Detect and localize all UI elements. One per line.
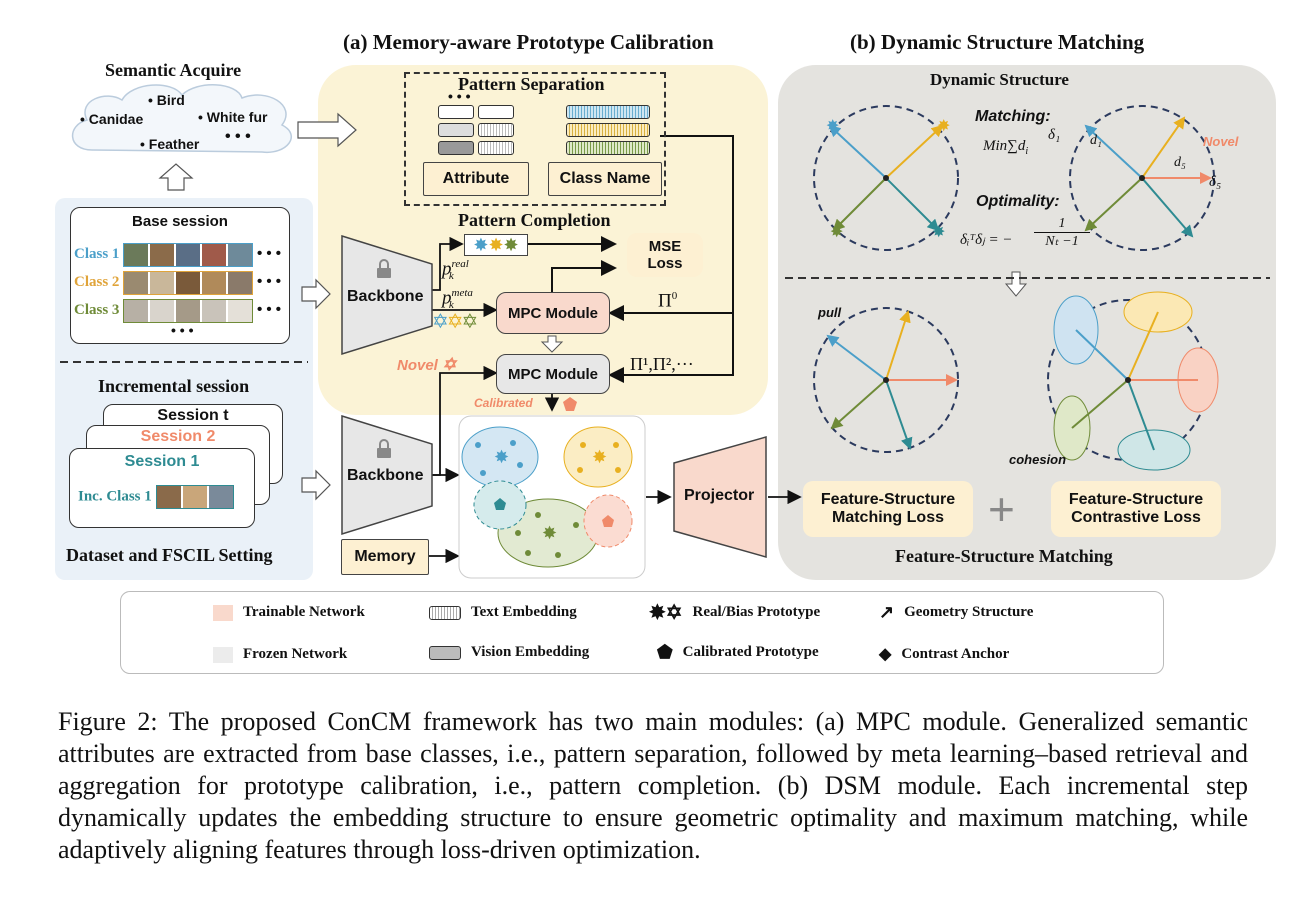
section-a-title: (a) Memory-aware Prototype Calibration [343,30,714,54]
arrows-layer [60,112,1270,564]
fs-matching-loss: Feature-Structure Matching Loss [803,481,973,537]
semantic-word-feather: Feather [148,136,200,152]
base-session-card: Base session Class 1 • • • Class 2 • • •… [70,207,290,344]
backbone-bottom-shape [341,414,433,536]
novel-label: Novel ✡ [397,355,457,374]
frozen-swatch [213,646,233,663]
attribute-box: Attribute [423,162,529,196]
mpc-module-bottom: MPC Module [496,354,610,394]
plus-sign: + [988,483,1015,535]
incremental-title: Incremental session [98,376,250,396]
base-class-2-row: Class 2 • • • [74,268,281,296]
session-2-label: Session 2 [140,428,216,445]
vision-embedding-icon [429,645,461,660]
pi0-label: Π0 [658,290,678,312]
base-class-2: Class 2 [74,274,120,290]
inc-class-1: Inc. Class 1 [78,488,152,505]
min-expression: Min∑di [983,138,1029,157]
optimality-frac: 1 Nₜ −1 [1034,216,1090,250]
novel-ds-label: Novel [1203,134,1239,149]
fs-contrastive-loss: Feature-Structure Contrastive Loss [1051,481,1221,537]
real-prototypes: ✸✸✸ [464,234,528,256]
calibrated-label: Calibrated [474,396,533,410]
semantic-word-canidae: Canidae [88,111,144,127]
backbone-bottom-label: Backbone [347,467,424,484]
pull-label: pull [818,305,842,320]
p-real-label: prealk [442,258,469,283]
svg-text:✸: ✸ [494,447,509,467]
figure-caption: Figure 2: The proposed ConCM framework h… [58,707,1248,864]
mse-loss-box: MSE Loss [627,233,703,277]
legend-text-emb: Text Embedding [471,604,577,620]
section-b-title: (b) Dynamic Structure Matching [850,30,1145,54]
trainable-swatch [213,604,233,621]
delta1-label: δ₁ [1048,127,1061,143]
base-ellipsis: • • • [171,322,194,338]
semantic-word-whitefur: White fur [206,109,268,125]
projector-shape [673,436,767,558]
backbone-top-shape [341,234,433,356]
calibrated-prototype-icon: ⬟ [657,642,673,662]
real-bias-prototype-icon: ✸✡ [649,602,683,624]
optimality-label: Optimality: [976,193,1060,210]
legend-trainable: Trainable Network [243,604,365,620]
pattern-separation-box [404,72,666,206]
base-class-3-row: Class 3 • • • [74,296,281,324]
pattern-completion-title: Pattern Completion [458,210,611,230]
cohesion-label: cohesion [1009,452,1067,467]
semantic-word-bird: Bird [156,92,185,108]
p-meta-label: pmetak [442,287,473,312]
semantic-title: Semantic Acquire [105,60,242,80]
pattern-separation-dots: • • • [448,88,471,104]
memory-box: Memory [341,539,429,575]
base-class-1-row: Class 1 • • • [74,240,281,268]
legend-geometry: Geometry Structure [904,604,1034,620]
legend-calibrated: Calibrated Prototype [682,644,819,660]
legend-realbias: Real/Bias Prototype [692,604,821,620]
d5-label: d₅ [1174,155,1186,170]
base-session-title: Base session [132,213,228,230]
dynamic-structure-title: Dynamic Structure [930,70,1069,89]
semantic-ellipsis: • • • [225,128,251,145]
semantic-cloud [71,84,292,153]
structure-diagrams [813,105,1219,471]
feature-structure-matching-title: Feature-Structure Matching [895,546,1113,566]
svg-text:✸: ✸ [592,447,607,467]
calibrated-pentagon [563,397,577,411]
backbone-top-label: Backbone [347,288,424,305]
legend-frozen: Frozen Network [243,646,348,662]
class-name-box: Class Name [548,162,662,196]
matching-label: Matching: [975,108,1051,125]
session-t-label: Session t [157,407,229,424]
text-embedding-icon [429,605,461,620]
projector-label: Projector [684,487,755,504]
mpc-module-top: MPC Module [496,292,610,334]
d1-label: d₁ [1090,133,1102,148]
dataset-label: Dataset and FSCIL Setting [66,545,273,565]
pattern-separation-title: Pattern Separation [458,74,605,94]
legend: Trainable Network Frozen Network Text Em… [120,591,1164,674]
geometry-structure-icon: ↗ [879,602,895,622]
contrast-anchor-icon: ◆ [879,646,892,663]
base-class-1: Class 1 [74,246,120,262]
inc-class-row: Inc. Class 1 [78,485,234,509]
base-class-3: Class 3 [74,302,120,318]
session-1-card: Session 1 Inc. Class 1 [69,448,255,528]
session-1-label: Session 1 [124,453,200,470]
pi-seq-label: Π¹,Π²,··· [630,354,694,374]
bias-prototypes: ✡✡✡ [432,311,478,333]
legend-anchor: Contrast Anchor [901,645,1010,662]
svg-text:✸: ✸ [542,523,557,543]
legend-vision-emb: Vision Embedding [471,644,590,660]
delta5-label: δ₅ [1209,174,1222,190]
embedding-clusters: ✸ ✸ ✸ [458,415,646,579]
optimality-eq: δᵢᵀδⱼ = − [960,232,1013,248]
